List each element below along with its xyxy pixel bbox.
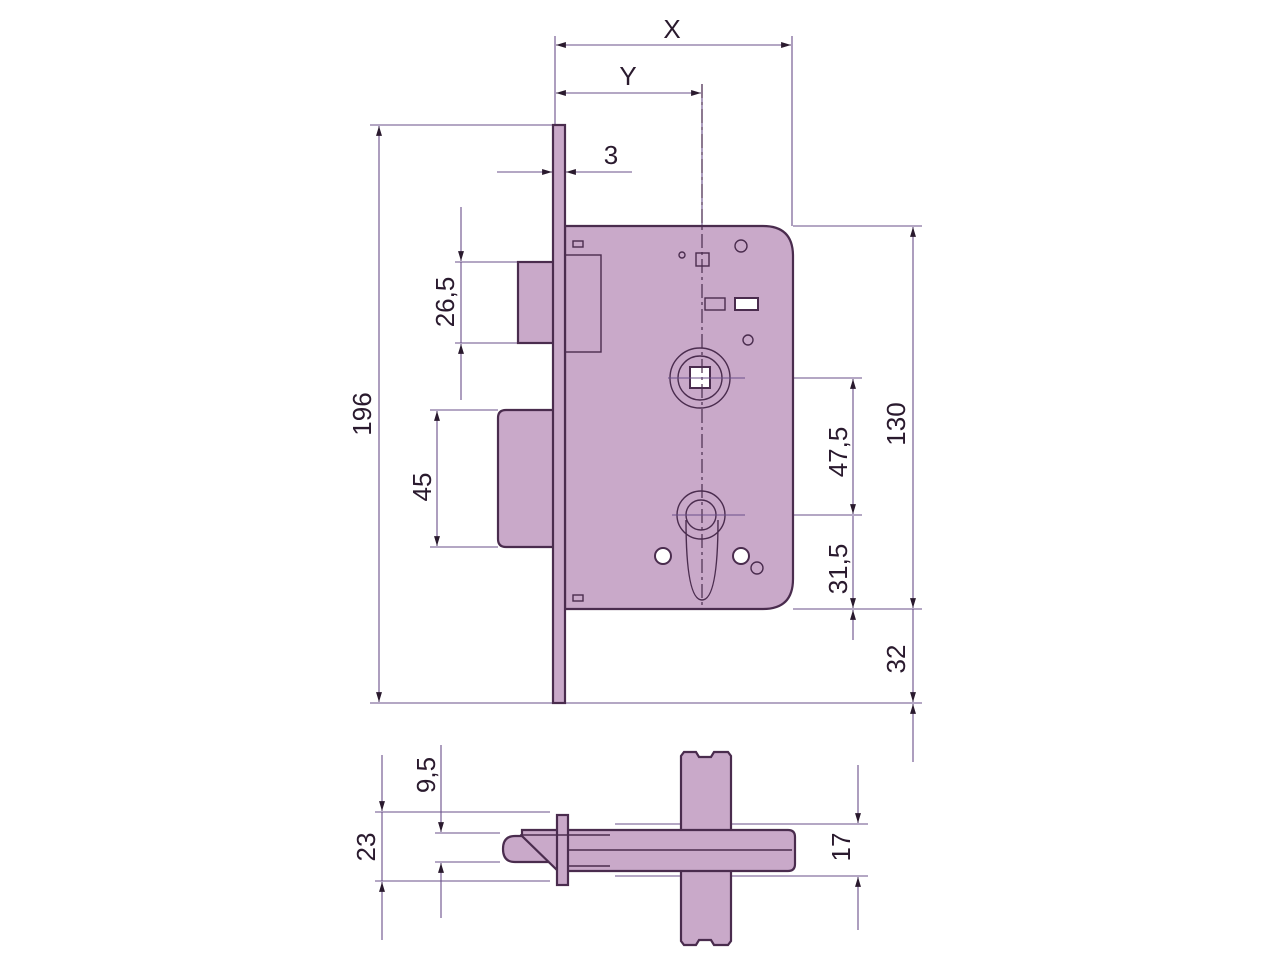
dimension-lines [376,42,916,940]
dim-bottom-offset: 32 [881,645,911,674]
extension-lines [370,36,922,882]
lock-bottom-view [501,750,797,947]
latch-bolt [516,260,556,345]
latch-slot [734,297,759,311]
lock-front-view [496,84,795,705]
dim-faceplate-width: 23 [351,833,381,862]
dim-y-label: Y [619,61,636,91]
dim-handle-to-cylinder: 47,5 [823,427,853,478]
lock-body [563,224,795,611]
dim-body-height: 130 [881,402,911,445]
small-hole [742,334,754,346]
screw-slot-bottom [572,594,584,602]
dim-faceplate-height: 196 [347,392,377,435]
screw-slot-top [572,240,584,248]
dim-faceplate-thickness: 3 [604,140,618,170]
latch-housing [564,254,602,353]
bottom-faceplate [555,813,570,887]
dim-latch-height: 26,5 [430,277,460,328]
fixing-hole-right [732,547,750,565]
dim-body-width: 17 [826,833,856,862]
cylinder-slot [685,519,719,601]
dim-deadbolt-height: 45 [407,473,437,502]
rivet-bottom-icon [750,561,764,575]
deadbolt [496,408,556,549]
dim-cylinder-to-bottom: 31,5 [823,544,853,595]
dimension-labels: X Y 3 196 26,5 45 130 47,5 31,5 32 23 9,… [347,14,911,862]
dim-latch-width: 9,5 [411,757,441,793]
dim-x-label: X [663,14,680,44]
latch-slider [704,297,726,311]
rivet-icon [734,239,748,253]
pin-icon [678,251,686,259]
fixing-hole-left [654,547,672,565]
faceplate [551,123,567,705]
